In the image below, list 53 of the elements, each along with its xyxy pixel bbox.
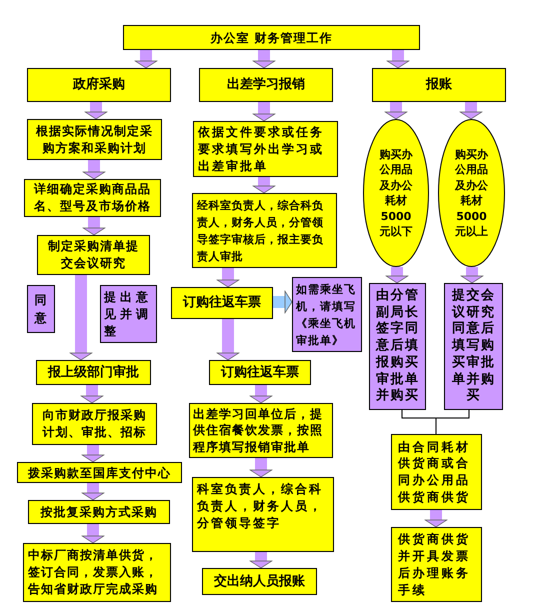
process-box: 由合同耗材供货商或合同办公用品供货商供货 [391, 434, 482, 510]
block-arrow [70, 275, 92, 360]
block-arrow [80, 385, 104, 404]
process-box: 按批复采购方式采购 [28, 500, 170, 524]
block-arrow [82, 445, 104, 462]
process-box: 依据文件要求或任务要求填写外出学习或出差审批单 [193, 121, 338, 177]
block-arrow [250, 458, 272, 478]
block-arrow [386, 266, 408, 284]
note-box: 如需乘坐飞机，请填写《乘坐飞机审批单》 [292, 277, 362, 352]
condition-oval: 购买办公用品及办公耗材5000元以上 [438, 119, 505, 267]
block-arrow [252, 50, 276, 68]
process-box: 科室负责人，综合科负责人，财务人员，分管领导签字 [192, 477, 334, 552]
header-box: 办公室 财务管理工作 [123, 25, 420, 50]
block-arrow [460, 267, 484, 284]
process-box: 中标厂商按清单供货，签订合同，发票入账，告知省财政厅完成采购 [23, 543, 171, 602]
process-box: 报上级部门审批 [36, 360, 151, 385]
process-box: 订购往返车票 [209, 360, 311, 385]
block-arrow [216, 268, 240, 288]
process-box: 出差学习回单位后，提供住宿餐饮发票，按照程序填写报销审批单 [189, 403, 333, 458]
block-arrow [82, 483, 104, 500]
block-arrow [424, 510, 448, 528]
category-box: 报账 [372, 68, 506, 102]
category-box: 政府采购 [27, 68, 171, 102]
block-arrow [252, 102, 276, 122]
block-arrow [460, 102, 482, 120]
block-arrow [250, 552, 272, 568]
block-arrow [252, 177, 276, 194]
process-box: 供货商供货并开具发票后办理账务手续 [391, 527, 482, 602]
block-arrow [82, 160, 106, 180]
process-box: 由分管副局长签字同意后填报购买审批单并购买 [369, 283, 426, 410]
block-arrow [250, 385, 272, 404]
block-arrow [134, 50, 158, 68]
process-box: 制定采购清单提交会议研究 [37, 235, 150, 275]
process-box: 根据实际情况制定采购方案和采购计划 [27, 119, 162, 160]
process-box: 拨采购款至国库支付中心 [17, 462, 182, 483]
block-arrow [386, 50, 410, 68]
connector-line [436, 410, 470, 434]
note-box: 提出意见并调整 [100, 285, 157, 343]
process-box: 向市财政厅报采购计划、审批、招标 [32, 403, 157, 445]
process-box: 详细确定采购商品品名、型号及市场价格 [24, 179, 161, 217]
condition-oval: 购买办公用品及办公耗材5000元以下 [363, 119, 429, 267]
block-arrow [216, 319, 240, 360]
process-box: 提交会议研究同意后填写购买审批单并购买 [444, 283, 503, 410]
process-box: 经科室负责人，综合科负责人，财务人员，分管领导签字审核后，报主要负责人审批 [192, 193, 337, 268]
block-arrow [384, 102, 408, 120]
block-arrow [273, 290, 292, 314]
block-arrow [82, 524, 104, 544]
block-arrow [82, 217, 106, 236]
category-box: 出差学习报销 [199, 68, 333, 102]
block-arrow [84, 102, 108, 120]
note-box: 同意 [27, 285, 55, 333]
process-box: 交出纳人员报账 [202, 568, 317, 595]
process-box: 订购往返车票 [171, 287, 273, 319]
